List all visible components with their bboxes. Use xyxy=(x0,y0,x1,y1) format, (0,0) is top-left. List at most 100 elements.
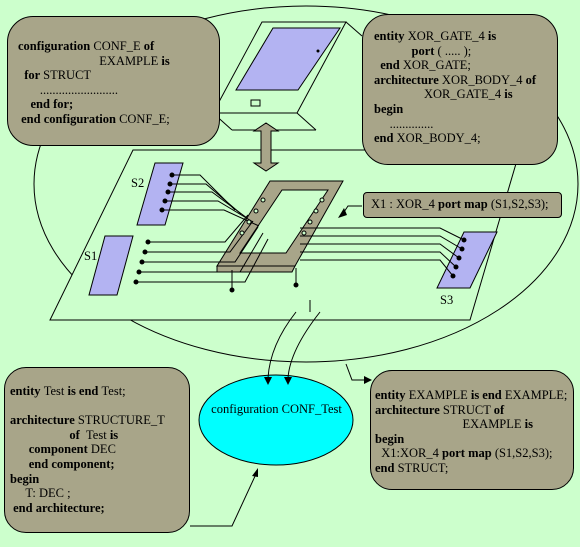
code-line: .............. xyxy=(374,117,557,132)
code-line: component DEC xyxy=(10,442,189,457)
code-keyword: begin xyxy=(374,101,404,116)
socket-pin xyxy=(307,219,313,225)
code-keyword: is xyxy=(109,427,119,442)
socket-pin xyxy=(319,197,325,203)
code-line: end STRUCT; xyxy=(375,461,573,476)
code-text: CONF_E xyxy=(93,39,144,53)
pin-dot xyxy=(450,273,456,279)
wire xyxy=(168,191,248,219)
code-line: begin xyxy=(375,432,573,447)
code-text: EXAMPLE xyxy=(18,53,162,68)
code-keyword: configuration xyxy=(18,39,94,53)
test-code-box: entity Test is end Test; architecture ST… xyxy=(4,367,190,533)
wire xyxy=(148,214,249,243)
pin-dot xyxy=(136,269,142,275)
code-line: of Test is xyxy=(10,428,189,443)
code-text: DEC xyxy=(90,442,116,457)
double-arrow xyxy=(252,122,280,172)
code-keyword: architecture xyxy=(374,72,442,87)
code-line: begin xyxy=(374,102,557,117)
pin-dot xyxy=(159,207,165,213)
code-keyword: architecture xyxy=(10,413,78,428)
code-keyword: port xyxy=(374,43,438,58)
portmap-label: X1 : XOR_4 port map (S1,S2,S3); xyxy=(363,192,562,218)
code-line: architecture STRUCT of xyxy=(375,403,573,418)
code-line: begin xyxy=(10,472,189,487)
code-line: entity EXAMPLE is end EXAMPLE; xyxy=(375,388,573,403)
wire xyxy=(170,183,242,215)
pin-dot xyxy=(169,172,175,178)
board-ellipse xyxy=(33,5,579,363)
code-text: EXAMPLE xyxy=(408,388,471,402)
wire xyxy=(300,259,454,277)
code-text: EXAMPLE; xyxy=(504,388,568,402)
code-keyword: end xyxy=(375,460,398,475)
code-keyword: of xyxy=(143,39,155,53)
pin-dot xyxy=(461,237,467,243)
code-line: end configuration CONF_E; xyxy=(18,112,219,127)
label-s2: S2 xyxy=(131,176,145,190)
code-text: XOR_GATE_4 xyxy=(374,87,505,102)
wire xyxy=(300,227,465,241)
configuration-code-box: configuration CONF_E of EXAMPLE is for S… xyxy=(7,16,220,146)
code-keyword: of xyxy=(525,72,537,87)
arrowhead xyxy=(364,376,372,384)
code-keyword: entity xyxy=(375,388,409,402)
wire xyxy=(142,226,259,263)
code-text: STRUCT; xyxy=(397,460,449,475)
code-keyword: is end xyxy=(470,388,505,402)
code-line: entity XOR_GATE_4 is xyxy=(374,29,557,44)
socket-pin xyxy=(253,208,259,214)
wire xyxy=(165,200,254,223)
pin-dot xyxy=(142,249,148,255)
example-code-box: entity EXAMPLE is end EXAMPLE;architectu… xyxy=(370,370,574,490)
code-text: (S1,S2,S3); xyxy=(494,446,553,461)
code-text: ......................... xyxy=(18,82,118,97)
code-keyword: end xyxy=(374,131,397,146)
pin-dot xyxy=(456,255,462,261)
code-text: (S1,S2,S3); xyxy=(490,197,549,211)
code-keyword: entity xyxy=(10,384,44,398)
code-line: X1:XOR_4 port map (S1,S2,S3); xyxy=(375,446,573,461)
code-text: XOR_GATE_4 xyxy=(407,29,488,43)
portmap-arrow xyxy=(343,205,362,213)
code-keyword: port map xyxy=(438,197,491,211)
code-keyword: architecture xyxy=(375,402,443,417)
socket-pin xyxy=(260,197,266,203)
wire xyxy=(300,235,463,250)
code-line: entity Test is end Test; xyxy=(10,384,189,399)
code-keyword: end for; xyxy=(18,97,74,112)
code-keyword: is xyxy=(161,53,170,68)
code-line: architecture STRUCTURE_T xyxy=(10,413,189,428)
pin-dot xyxy=(145,239,151,245)
code-line: T: DEC ; xyxy=(10,486,189,501)
code-line: end architecture; xyxy=(10,501,189,516)
pin-dot xyxy=(139,259,145,265)
code-keyword: entity xyxy=(374,29,408,43)
circuit-wires xyxy=(133,172,467,312)
top-chip-pad xyxy=(235,27,341,91)
code-text: X1:XOR_4 xyxy=(375,446,443,461)
code-keyword: begin xyxy=(10,471,40,486)
pin-dot xyxy=(162,198,168,204)
code-text: STRUCTURE_T xyxy=(77,413,165,428)
code-text: EXAMPLE xyxy=(375,417,525,432)
code-text: STRUCT xyxy=(442,402,494,417)
pin-dot xyxy=(167,181,173,187)
code-text: Test; xyxy=(101,384,126,398)
code-line: end XOR_BODY_4; xyxy=(374,131,557,146)
code-line: EXAMPLE is xyxy=(18,54,219,69)
code-text: XOR_BODY_4 xyxy=(441,72,526,87)
chip-edge xyxy=(296,112,317,131)
chip-pin xyxy=(316,49,320,53)
code-keyword: begin xyxy=(375,431,405,446)
code-keyword: end architecture; xyxy=(10,500,105,515)
pin-dot xyxy=(229,287,235,293)
code-text: XOR_GATE; xyxy=(402,58,471,73)
label-s3: S3 xyxy=(440,293,454,307)
socket-pin xyxy=(239,230,245,236)
wire xyxy=(139,232,264,273)
code-text: Test xyxy=(43,384,68,398)
config-test-label: configuration CONF_Test xyxy=(211,402,342,416)
code-text: T: DEC ; xyxy=(10,486,71,501)
